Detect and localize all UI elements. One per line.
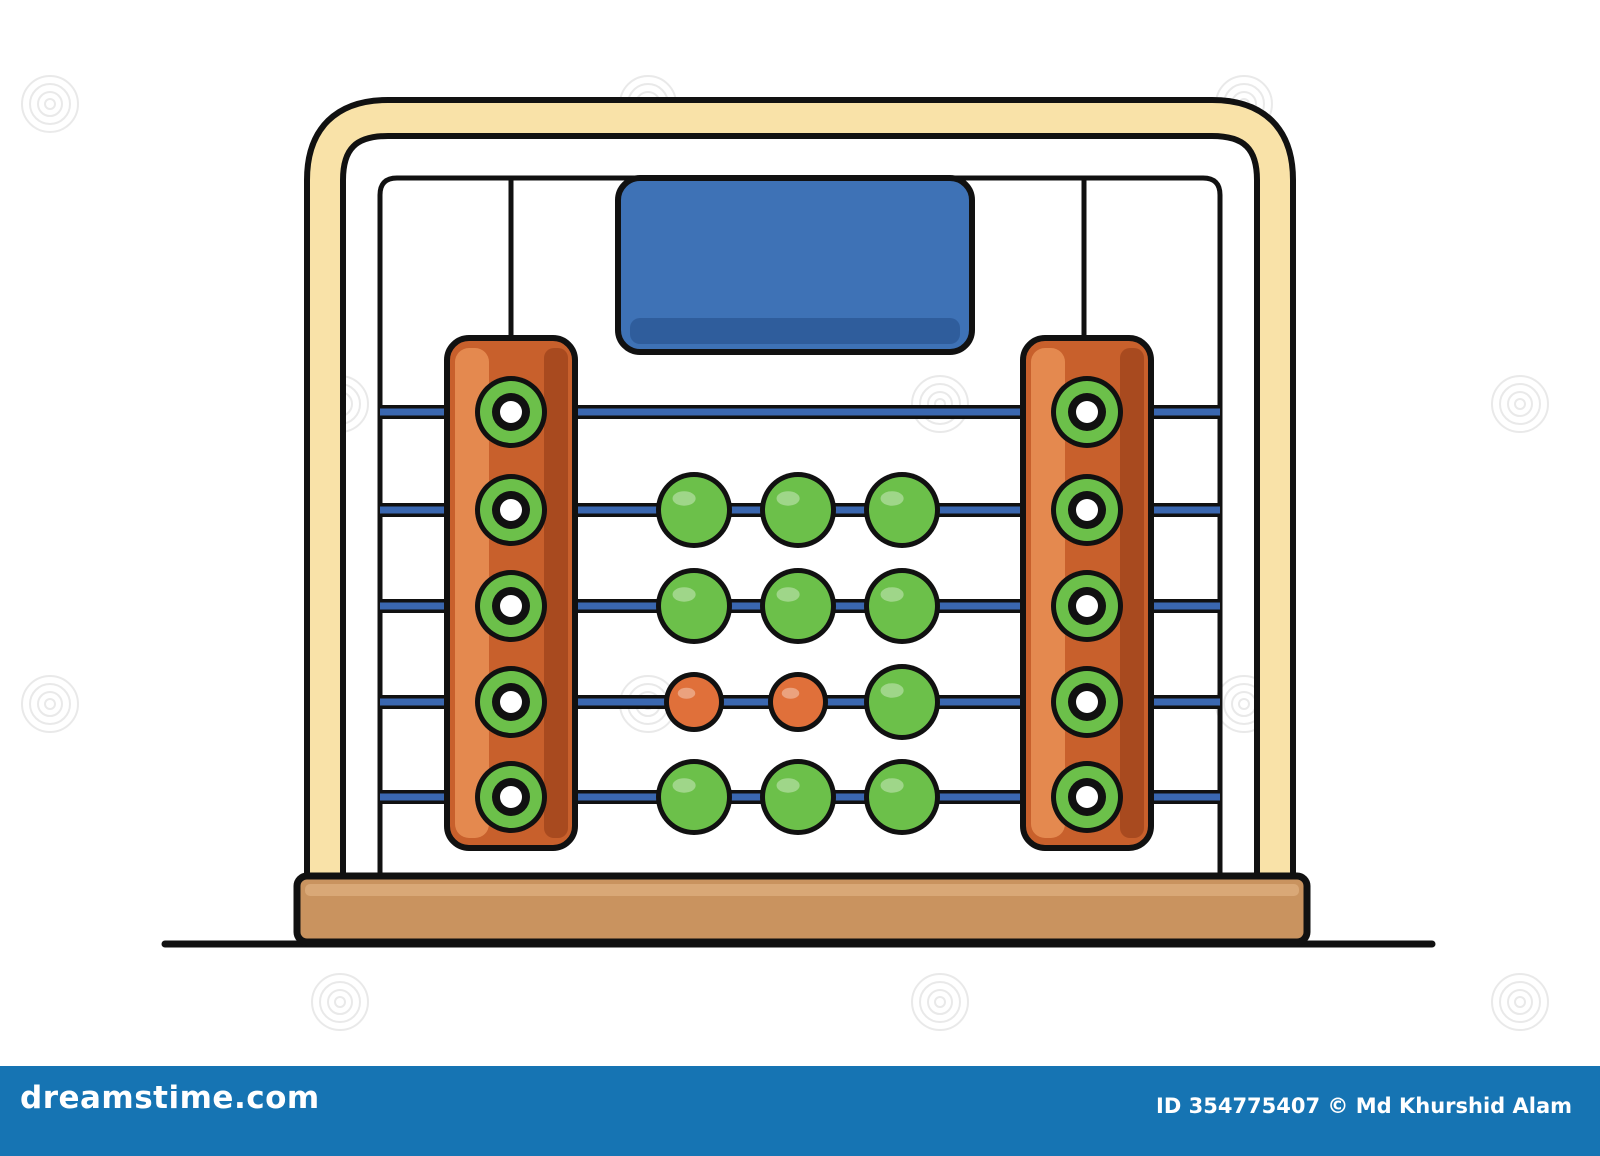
watermark-spiral bbox=[1491, 973, 1549, 1031]
ring-bead-hole bbox=[1076, 691, 1098, 713]
green-bead bbox=[765, 573, 831, 639]
ring-bead-hole bbox=[500, 499, 522, 521]
watermark-spiral bbox=[1238, 698, 1250, 710]
base-highlight bbox=[305, 884, 1299, 896]
ring-bead-hole bbox=[500, 595, 522, 617]
watermark-spiral bbox=[927, 989, 953, 1015]
watermark-spiral bbox=[319, 981, 361, 1023]
bead-highlight bbox=[677, 687, 696, 699]
green-bead bbox=[765, 764, 831, 830]
image-credit: ID 354775407 © Md Khurshid Alam bbox=[1156, 1094, 1572, 1118]
orange-bead bbox=[773, 677, 823, 727]
green-bead bbox=[869, 573, 935, 639]
site-logo-text[interactable]: dreamstime.com bbox=[20, 1080, 320, 1116]
watermark-spiral bbox=[311, 973, 369, 1031]
watermark-spiral bbox=[911, 973, 969, 1031]
watermark-spiral bbox=[1507, 391, 1533, 417]
bead-highlight bbox=[776, 491, 800, 506]
watermark-spiral bbox=[1499, 383, 1541, 425]
watermark-spiral bbox=[919, 383, 961, 425]
post-right bbox=[1020, 335, 1154, 851]
watermark-spiral bbox=[44, 698, 56, 710]
watermark-spiral bbox=[934, 996, 946, 1008]
ring-bead-hole bbox=[500, 691, 522, 713]
watermark-spiral bbox=[327, 989, 353, 1015]
ring-bead-hole bbox=[500, 786, 522, 808]
watermark-spiral bbox=[334, 996, 346, 1008]
green-bead bbox=[661, 477, 727, 543]
green-bead bbox=[869, 669, 935, 735]
rod bbox=[380, 408, 1220, 416]
ring-bead-hole bbox=[1076, 401, 1098, 423]
green-bead bbox=[661, 573, 727, 639]
green-bead bbox=[661, 764, 727, 830]
ring-bead-hole bbox=[1076, 786, 1098, 808]
sliding-beads bbox=[656, 472, 940, 835]
watermark-spiral bbox=[911, 375, 969, 433]
green-bead bbox=[869, 477, 935, 543]
bead-highlight bbox=[776, 587, 800, 602]
name-plate bbox=[615, 175, 975, 355]
ring-bead-hole bbox=[1076, 499, 1098, 521]
ring-bead-hole bbox=[1076, 595, 1098, 617]
bead-highlight bbox=[880, 587, 904, 602]
bead-highlight bbox=[781, 687, 800, 699]
watermark-spiral bbox=[37, 691, 63, 717]
bead-highlight bbox=[672, 587, 696, 602]
watermark-spiral bbox=[1514, 398, 1526, 410]
green-bead bbox=[765, 477, 831, 543]
orange-bead bbox=[669, 677, 719, 727]
watermark-spiral bbox=[1499, 981, 1541, 1023]
bead-highlight bbox=[880, 778, 904, 793]
name-plate-shade bbox=[630, 318, 960, 344]
watermark-spiral bbox=[29, 83, 71, 125]
watermark-spiral bbox=[1514, 996, 1526, 1008]
bead-highlight bbox=[672, 491, 696, 506]
watermark-spiral bbox=[919, 981, 961, 1023]
frame bbox=[310, 103, 1290, 880]
bead-highlight bbox=[880, 683, 904, 698]
ring-bead-hole bbox=[500, 401, 522, 423]
watermark-spiral bbox=[37, 91, 63, 117]
footer-bar: dreamstime.com ID 354775407 © Md Khurshi… bbox=[0, 1066, 1600, 1156]
watermark-spiral bbox=[21, 675, 79, 733]
abacus-illustration bbox=[21, 75, 1549, 1031]
watermark-spiral bbox=[1507, 989, 1533, 1015]
bead-highlight bbox=[880, 491, 904, 506]
watermark-spiral bbox=[44, 98, 56, 110]
watermark-spiral bbox=[21, 75, 79, 133]
bead-highlight bbox=[672, 778, 696, 793]
ring-beads bbox=[475, 376, 1123, 833]
watermark-spiral bbox=[29, 683, 71, 725]
watermark-spiral bbox=[1231, 691, 1257, 717]
bead-highlight bbox=[776, 778, 800, 793]
watermark-spiral bbox=[1491, 375, 1549, 433]
green-bead bbox=[869, 764, 935, 830]
